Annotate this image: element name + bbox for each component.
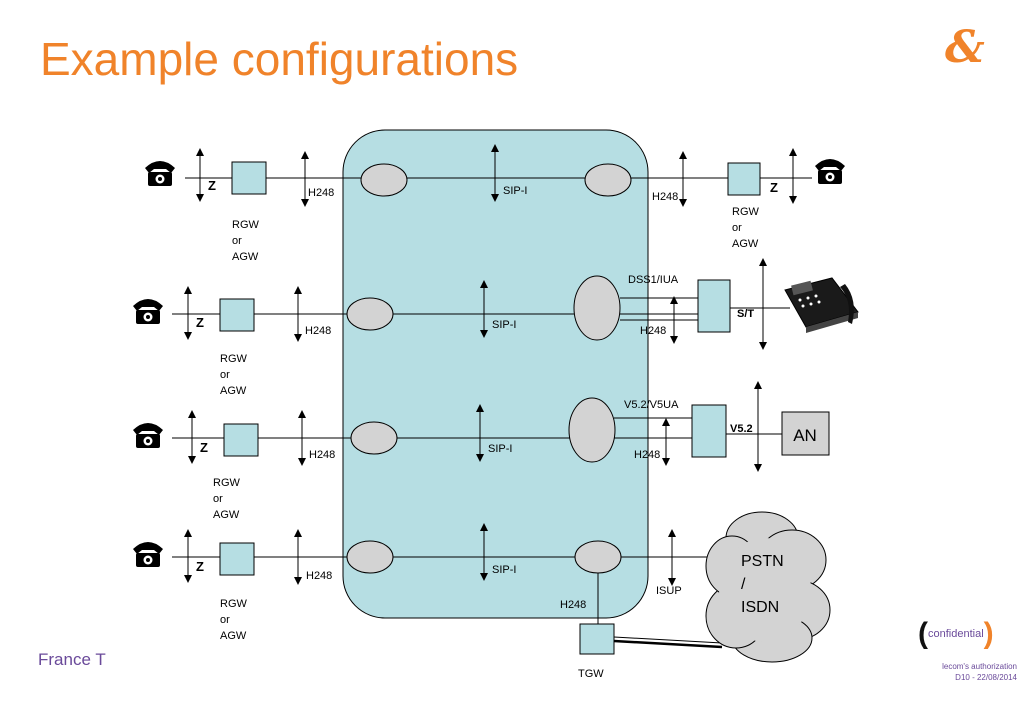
gw-label-line3: AGW bbox=[732, 238, 759, 250]
gw-label-line2: or bbox=[213, 493, 223, 505]
z-label: Z bbox=[770, 180, 778, 195]
gw-label-line2: or bbox=[220, 614, 230, 626]
sip-label: SIP-I bbox=[492, 319, 516, 331]
h248-label: H248 bbox=[306, 570, 332, 582]
z-label: Z bbox=[208, 178, 216, 193]
mgcf-node bbox=[346, 540, 394, 574]
h248-label: H248 bbox=[652, 191, 678, 203]
sip-label: SIP-I bbox=[492, 564, 516, 576]
gw-label-line1: RGW bbox=[732, 206, 760, 218]
gw-label-line2: or bbox=[232, 235, 242, 247]
pstn-label-line3: ISDN bbox=[741, 599, 779, 616]
z-label: Z bbox=[196, 559, 204, 574]
gw-label-line2: or bbox=[220, 369, 230, 381]
mgcf-node bbox=[360, 163, 408, 197]
gw-label-line3: AGW bbox=[220, 630, 247, 642]
confidential-label: confidential bbox=[928, 627, 984, 640]
authorization-note: lecom's authorization bbox=[942, 662, 1017, 671]
v5ua-label: V5.2/V5UA bbox=[624, 399, 679, 411]
gateway-box bbox=[727, 162, 761, 196]
gw-label-line3: AGW bbox=[232, 251, 259, 263]
confidential-badge: (confidential) bbox=[918, 617, 994, 651]
gateway-box bbox=[219, 298, 255, 332]
access-node-label: AN bbox=[793, 426, 817, 445]
mgcf-node bbox=[573, 275, 621, 341]
gw-label-line1: RGW bbox=[213, 477, 241, 489]
phone-icon bbox=[145, 161, 175, 186]
isup-label: ISUP bbox=[656, 585, 682, 597]
h248-label: H248 bbox=[309, 449, 335, 461]
h248-label: H248 bbox=[634, 449, 660, 461]
mgcf-node bbox=[346, 297, 394, 331]
tgw-box bbox=[579, 623, 615, 655]
phone-icon bbox=[133, 423, 163, 448]
z-label: Z bbox=[196, 315, 204, 330]
mgcf-node bbox=[350, 421, 398, 455]
gateway-box bbox=[231, 161, 267, 195]
tgw-label: TGW bbox=[578, 668, 604, 680]
h248-label: H248 bbox=[305, 325, 331, 337]
gw-label-line1: RGW bbox=[220, 353, 248, 365]
phone-icon bbox=[815, 159, 845, 184]
access-node-box bbox=[781, 411, 830, 456]
gateway-box bbox=[223, 423, 259, 457]
brand-logo: & bbox=[945, 22, 985, 73]
z-label: Z bbox=[200, 440, 208, 455]
gw-label-line3: AGW bbox=[213, 509, 240, 521]
h248-label: H248 bbox=[560, 599, 586, 611]
gw-label-line1: RGW bbox=[220, 598, 248, 610]
v52-label: V5.2 bbox=[730, 423, 753, 435]
mgcf-node bbox=[584, 163, 632, 197]
slide-title: Example configurations bbox=[40, 33, 519, 85]
pstn-label-line1: PSTN bbox=[741, 553, 784, 570]
isdn-phone-icon bbox=[784, 277, 859, 333]
mgcf-node bbox=[574, 540, 622, 574]
sip-label: SIP-I bbox=[503, 185, 527, 197]
gateway-box bbox=[219, 542, 255, 576]
h248-label: H248 bbox=[640, 325, 666, 337]
mgcf-node bbox=[568, 397, 616, 463]
h248-label: H248 bbox=[308, 187, 334, 199]
open-paren-icon: ( bbox=[918, 617, 928, 650]
document-reference: D10 - 22/08/2014 bbox=[955, 673, 1017, 682]
gw-label-line2: or bbox=[732, 222, 742, 234]
gw-label-line3: AGW bbox=[220, 385, 247, 397]
gw-label-line1: RGW bbox=[232, 219, 260, 231]
pstn-isdn-cloud bbox=[705, 511, 831, 663]
phone-icon bbox=[133, 299, 163, 324]
gateway-box bbox=[691, 404, 727, 458]
core-network bbox=[342, 129, 649, 619]
phone-icon bbox=[133, 542, 163, 567]
sip-label: SIP-I bbox=[488, 443, 512, 455]
gateway-box bbox=[697, 279, 731, 333]
close-paren-icon: ) bbox=[983, 617, 994, 650]
footer-company: France T bbox=[38, 650, 106, 669]
dss1-label: DSS1/IUA bbox=[628, 274, 679, 286]
pstn-label-line2: / bbox=[741, 576, 746, 593]
st-label: S/T bbox=[737, 308, 754, 320]
